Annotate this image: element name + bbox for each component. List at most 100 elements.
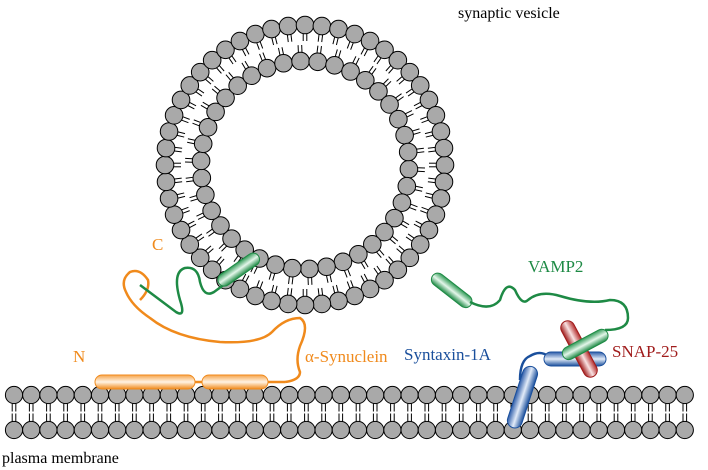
lipid-head xyxy=(325,55,344,75)
lipid-tail xyxy=(218,65,225,72)
lipid-tail xyxy=(346,41,351,49)
lipid-head xyxy=(246,24,265,44)
lipid-head xyxy=(266,255,285,275)
plasma-membrane-label: plasma membrane xyxy=(2,450,119,467)
lipid-tail xyxy=(262,52,266,60)
lipid-head xyxy=(22,420,41,440)
lipid-head xyxy=(90,420,110,440)
lipid-tail xyxy=(231,55,237,63)
lipid-tail xyxy=(205,78,212,85)
lipid-tail xyxy=(181,206,189,211)
lipid-tail xyxy=(427,146,436,149)
lipid-tail xyxy=(425,192,433,196)
lipid-tail xyxy=(424,131,433,135)
lipid-tail xyxy=(320,46,322,54)
lipid-tail xyxy=(396,248,403,254)
lipid-head xyxy=(202,201,221,221)
lipid-head xyxy=(155,155,175,175)
lipid-tail xyxy=(218,243,225,250)
lipid-tail xyxy=(208,231,215,237)
lipid-head xyxy=(452,420,471,440)
lipid-head xyxy=(419,90,439,110)
lipid-tail xyxy=(376,251,382,258)
lipid-tail xyxy=(174,150,182,153)
lipid-head xyxy=(191,151,211,171)
lipid-tail xyxy=(207,248,214,254)
lipid-tail xyxy=(228,72,234,79)
lipid-tail xyxy=(363,49,369,57)
lipid-tail xyxy=(290,288,293,296)
lipid-head xyxy=(388,260,408,280)
lipid-tail xyxy=(326,275,329,283)
lipid-tail xyxy=(189,195,197,199)
lipid-head xyxy=(572,420,591,440)
lipid-head xyxy=(202,50,222,70)
lipid-head xyxy=(400,420,419,440)
lipid-head xyxy=(291,51,310,71)
lipid-head xyxy=(190,248,210,268)
lipid-tail xyxy=(389,238,396,245)
lipid-tail xyxy=(205,245,212,252)
lipid-head xyxy=(385,208,404,228)
lipid-tail xyxy=(428,177,436,180)
lipid-tail xyxy=(190,198,198,202)
lipid-tail xyxy=(407,233,415,239)
lipid-head xyxy=(206,102,225,122)
lipid-tail xyxy=(421,206,429,211)
lipid-tail xyxy=(233,255,239,263)
lipid-head xyxy=(39,385,58,405)
lipid-tail xyxy=(334,49,338,57)
lipid-head xyxy=(73,385,92,405)
membrane-lipid-tails xyxy=(11,403,688,422)
lipid-head xyxy=(658,385,677,405)
lipid-tail xyxy=(196,212,204,217)
lipid-tail xyxy=(281,47,284,55)
lipid-tail xyxy=(405,88,413,94)
lipid-tail xyxy=(177,131,186,135)
lipid-head xyxy=(392,193,412,212)
lipid-head xyxy=(383,420,402,440)
lipid-head xyxy=(434,385,454,405)
lipid-head xyxy=(375,40,394,60)
lipid-tail xyxy=(177,192,185,196)
lipid-tail xyxy=(253,266,258,274)
lipid-head xyxy=(400,248,420,268)
lipid-head xyxy=(142,420,161,440)
lipid-tail xyxy=(405,110,413,115)
lipid-head xyxy=(426,106,446,125)
lipid-head xyxy=(641,420,660,440)
lipid-tail xyxy=(177,134,185,138)
lipid-tail xyxy=(259,53,263,61)
lipid-tail xyxy=(360,275,365,283)
lipid-head xyxy=(389,109,408,129)
lipid-head xyxy=(435,155,455,175)
lipid-head xyxy=(606,385,626,405)
vamp2-left-helix xyxy=(217,252,261,287)
lipid-head xyxy=(230,279,250,299)
lipid-head xyxy=(341,62,360,81)
lipid-head xyxy=(312,294,332,314)
vamp2-transmembrane-helix xyxy=(430,272,473,309)
lipid-tail xyxy=(371,67,377,75)
lipid-head xyxy=(164,106,184,125)
lipid-tail xyxy=(332,285,336,293)
lipid-head xyxy=(419,220,439,240)
lipid-head xyxy=(434,138,454,158)
lipid-tail xyxy=(274,285,278,293)
lipid-tail xyxy=(397,96,404,102)
lipid-head xyxy=(190,62,210,82)
lipid-tail xyxy=(344,270,348,278)
lipid-tail xyxy=(187,105,195,110)
lipid-head xyxy=(624,385,643,405)
lipid-tail xyxy=(245,275,250,283)
synaptic-vesicle-label: synaptic vesicle xyxy=(458,5,560,22)
lipid-head xyxy=(300,259,319,279)
lipid-tail xyxy=(245,47,250,55)
lipid-head xyxy=(56,385,75,405)
lipid-tail xyxy=(241,62,247,70)
lipid-head xyxy=(383,385,402,405)
lipid-head xyxy=(257,58,277,78)
lipid-head xyxy=(658,420,677,440)
syntaxin-label: Syntaxin-1A xyxy=(404,345,492,364)
synuclein-helix-2 xyxy=(201,374,269,390)
